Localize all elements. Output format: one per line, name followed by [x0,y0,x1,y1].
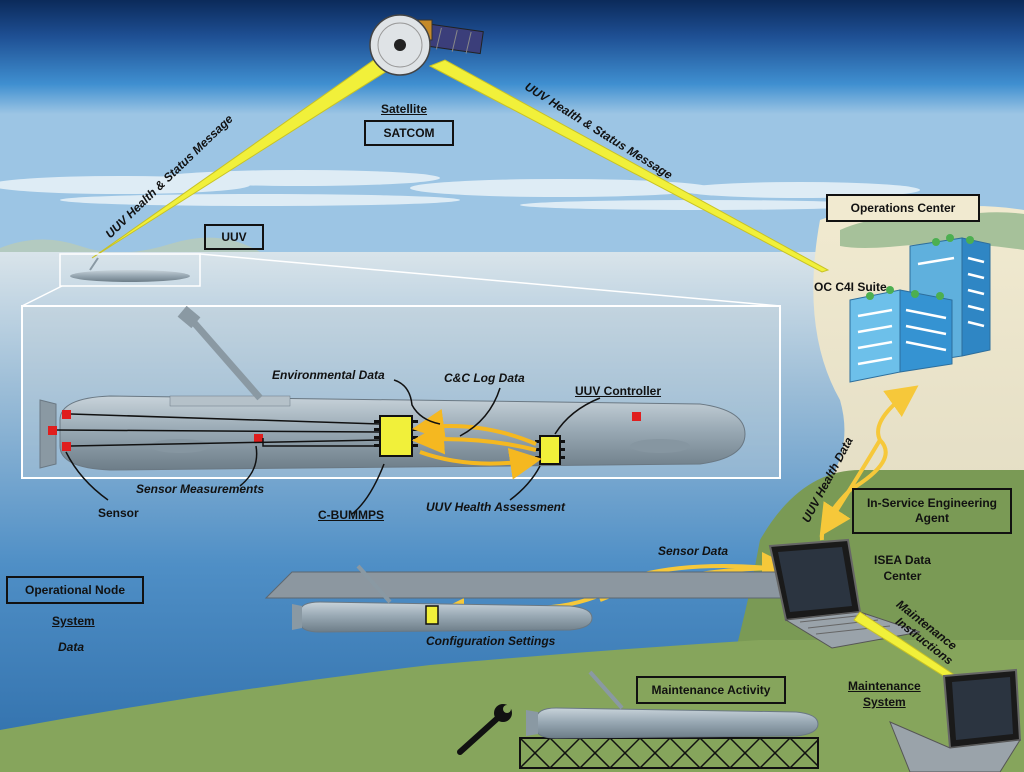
zoom-line-left [21,285,63,307]
operational-node-data: Data [58,640,85,654]
isea-box-line1: In-Service Engineering [866,496,998,510]
uuv-box: UUV [204,224,264,250]
zoom-line-right [199,253,781,307]
dock-ramp [264,571,802,599]
clouds [0,170,920,210]
sensor-measurements-label: Sensor Measurements [136,482,265,496]
uuv-thumb [70,257,190,282]
sensor-data-label: Sensor Data [658,544,729,558]
uuv-operational [292,564,593,633]
maintenance-system-line1: Maintenance [848,679,921,693]
c-bummps-chip [374,415,418,457]
isea-box: In-Service Engineering Agent [852,488,1012,534]
configuration-settings-label: Configuration Settings [426,634,556,648]
sensor-markers [48,410,641,451]
operational-node-box: Operational Node [6,576,144,604]
isea-data-center-line2: Center [883,569,922,583]
callout-lines [65,379,601,515]
satellite-icon [369,14,484,76]
maintenance-laptop-icon [889,668,1022,772]
uuv-thumb-frame [59,253,201,287]
c-bummps-label: C-BUMMPS [318,508,384,522]
isea-data-center-label: ISEA Data Center [874,552,931,584]
maintenance-system-label: Maintenance System [848,678,921,710]
cc-log-data-label: C&C Log Data [444,371,525,385]
operations-center-box: Operations Center [826,194,980,222]
satcom-box: SATCOM [364,120,454,146]
internal-data-arrows [412,408,542,480]
oc-c4i-suite-label: OC C4I Suite [814,280,887,294]
uuv-maintenance [526,670,819,739]
operations-center-building-icon [849,234,991,383]
health-data-arrow-down [819,438,882,537]
uuv-controller-label: UUV Controller [575,384,662,398]
uuv-controller-chip [535,435,565,465]
wrench-icon [457,704,512,755]
maintenance-stand [519,737,819,769]
isea-data-center-line1: ISEA Data [874,553,931,567]
beam-right [428,59,830,273]
uuv-health-assessment-label: UUV Health Assessment [426,500,565,514]
isea-box-line2: Agent [915,511,949,525]
satellite-label: Satellite [381,102,428,116]
maintenance-activity-box: Maintenance Activity [636,676,786,704]
sensor-label: Sensor [98,506,139,520]
environmental-data-label: Environmental Data [272,368,385,382]
maintenance-system-line2: System [862,695,906,709]
operational-node-system: System [52,614,95,628]
sensor-wires [56,413,381,447]
isea-laptop-icon [768,538,921,649]
